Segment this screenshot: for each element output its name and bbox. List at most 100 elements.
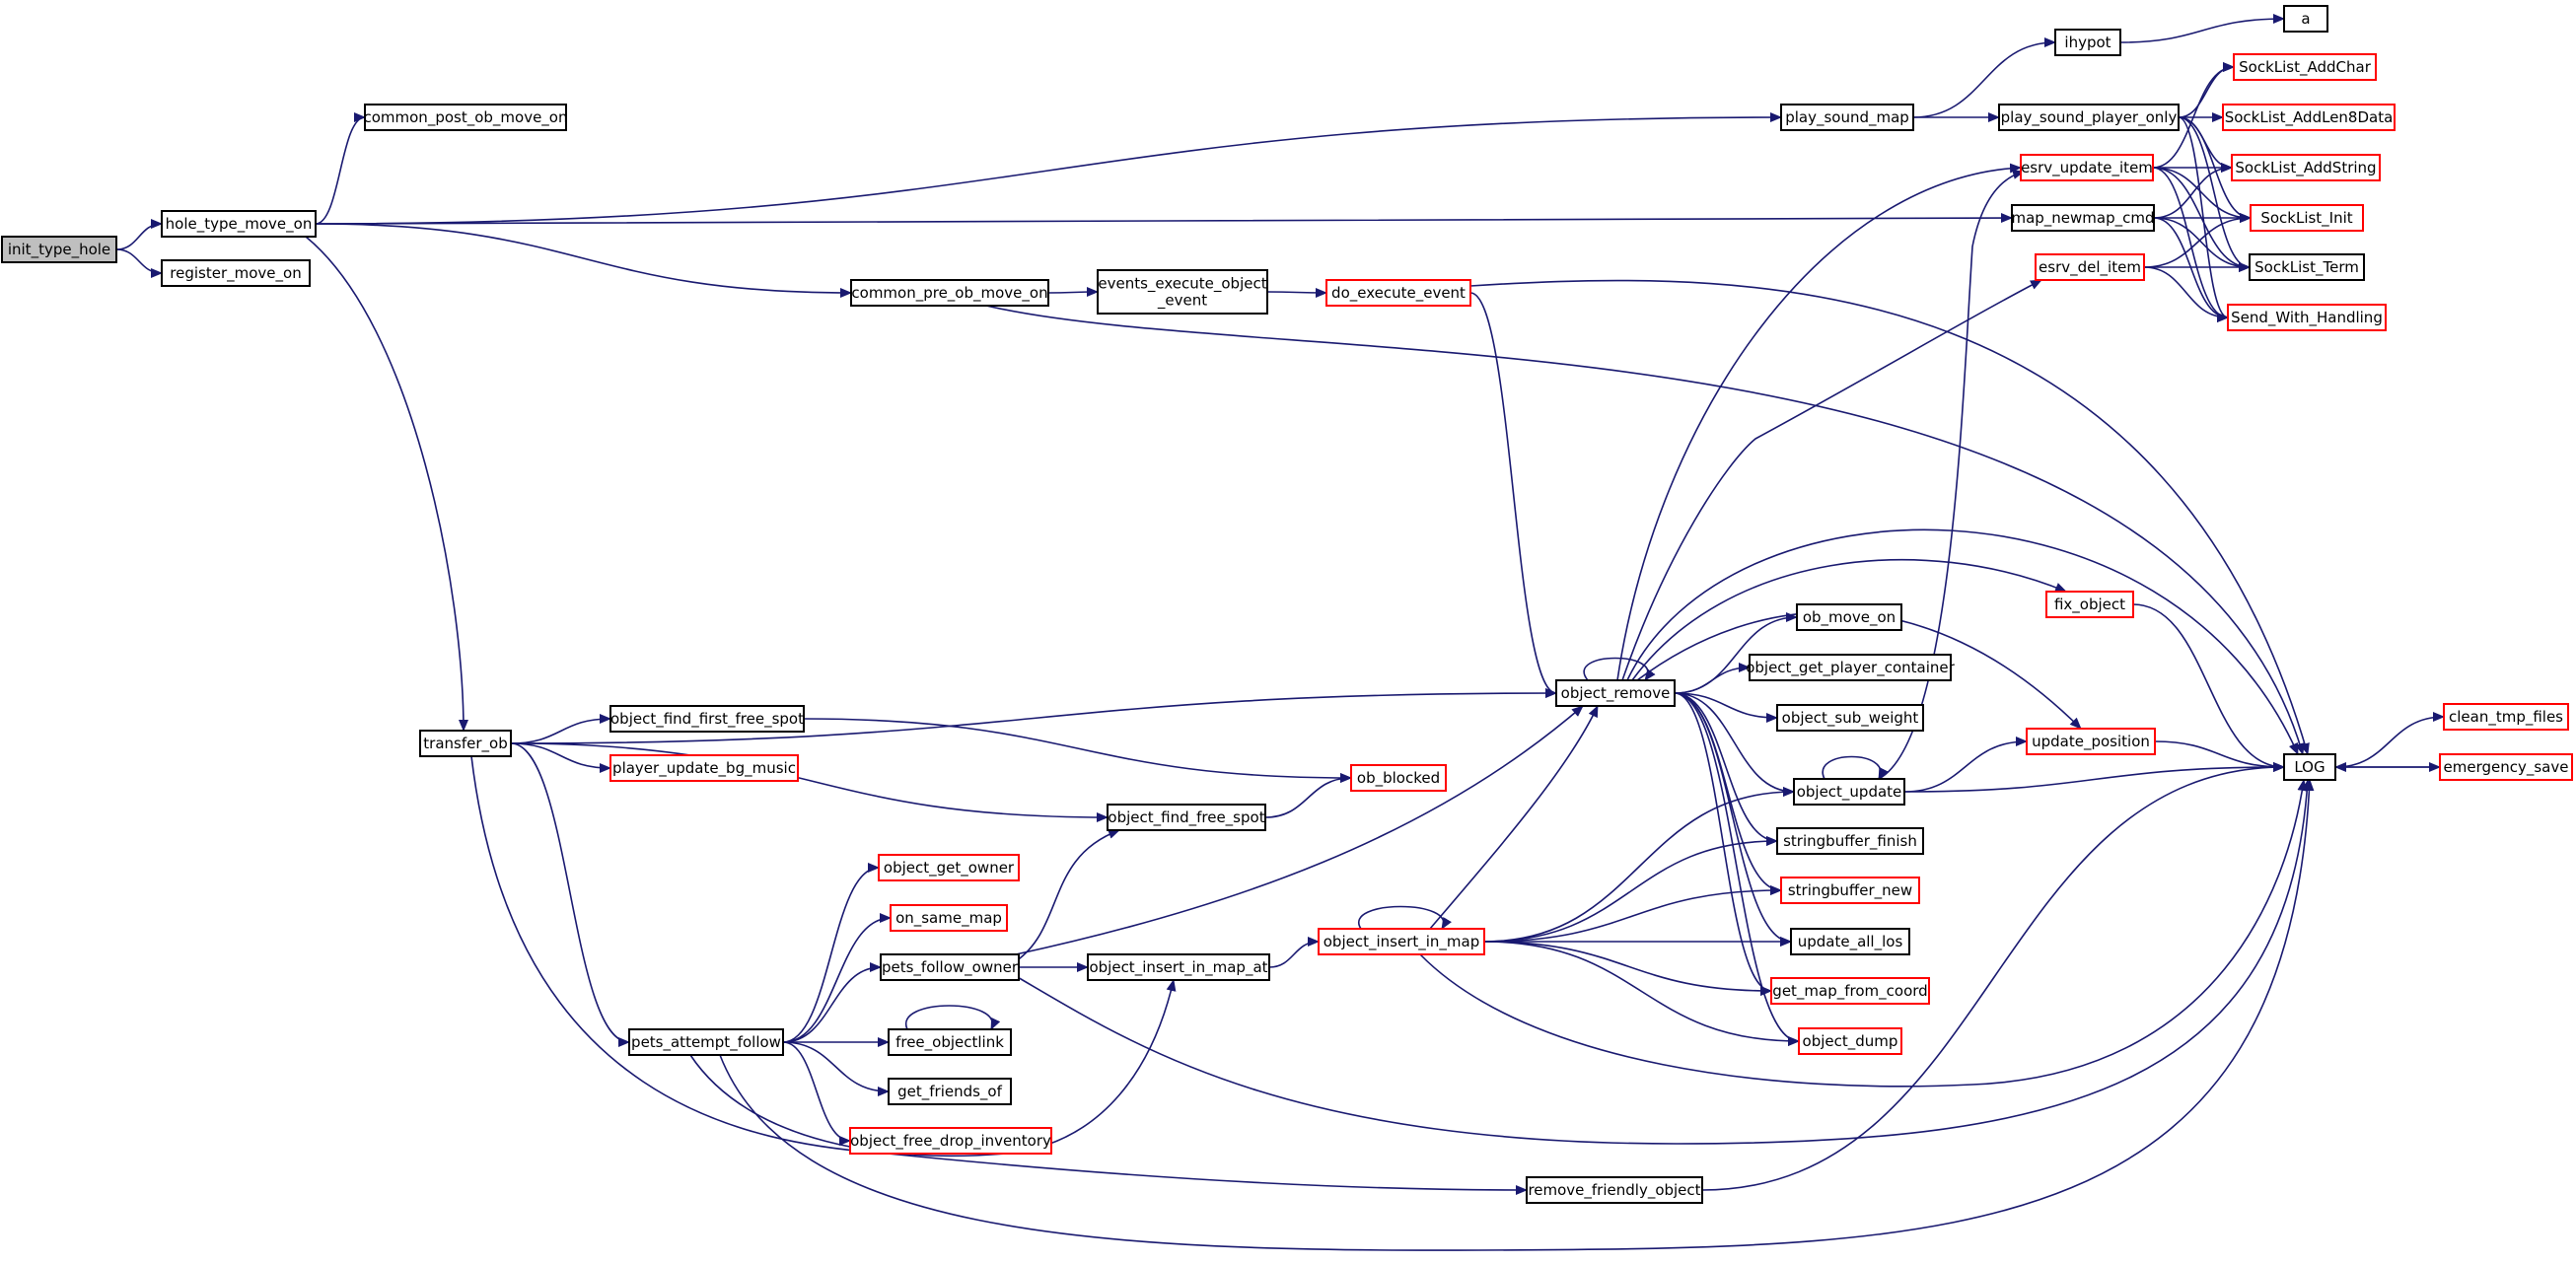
node-remove-friendly-object[interactable]: remove_friendly_object — [1526, 1176, 1703, 1204]
node-box-update-all-los[interactable] — [1790, 928, 1910, 955]
node-socklist-addchar[interactable]: SockList_AddChar — [2233, 53, 2377, 81]
node-box-socklist-addchar[interactable] — [2233, 53, 2377, 81]
node-update-position[interactable]: update_position — [2026, 728, 2156, 755]
node-esrv-update-item[interactable]: esrv_update_item — [2020, 154, 2154, 181]
node-log[interactable]: LOG — [2283, 753, 2336, 781]
node-box-events-execute-object-event[interactable] — [1097, 269, 1268, 315]
node-socklist-init[interactable]: SockList_Init — [2250, 204, 2364, 232]
node-box-hole-type-move-on[interactable] — [161, 210, 317, 238]
node-common-post-ob-move-on[interactable]: common_post_ob_move_on — [363, 104, 568, 131]
node-register-move-on[interactable]: register_move_on — [161, 259, 311, 287]
node-object-update[interactable]: object_update — [1793, 778, 1905, 806]
node-ob-blocked[interactable]: ob_blocked — [1350, 764, 1447, 792]
node-box-object-dump[interactable] — [1798, 1027, 1902, 1055]
node-box-a[interactable] — [2283, 5, 2328, 33]
node-box-socklist-term[interactable] — [2249, 253, 2365, 281]
node-player-update-bg-music[interactable]: player_update_bg_music — [609, 754, 799, 782]
node-object-get-owner[interactable]: object_get_owner — [878, 854, 1020, 881]
node-free-objectlink[interactable]: free_objectlink — [888, 1028, 1012, 1056]
node-socklist-addstring[interactable]: SockList_AddString — [2231, 154, 2381, 181]
node-pets-attempt-follow[interactable]: pets_attempt_follow — [628, 1028, 784, 1056]
node-ob-move-on[interactable]: ob_move_on — [1796, 603, 1902, 631]
node-box-object-remove[interactable] — [1555, 679, 1676, 707]
node-object-remove[interactable]: object_remove — [1555, 679, 1676, 707]
node-box-free-objectlink[interactable] — [888, 1028, 1012, 1056]
node-hole-type-move-on[interactable]: hole_type_move_on — [161, 210, 317, 238]
node-object-sub-weight[interactable]: object_sub_weight — [1776, 704, 1924, 732]
node-ihypot[interactable]: ihypot — [2054, 29, 2121, 56]
node-box-remove-friendly-object[interactable] — [1526, 1176, 1703, 1204]
node-box-object-insert-in-map[interactable] — [1318, 928, 1485, 955]
node-box-common-pre-ob-move-on[interactable] — [850, 279, 1049, 307]
node-box-esrv-del-item[interactable] — [2035, 253, 2145, 281]
node-box-ihypot[interactable] — [2054, 29, 2121, 56]
node-object-find-free-spot[interactable]: object_find_free_spot — [1107, 804, 1266, 831]
node-box-emergency-save[interactable] — [2439, 753, 2573, 781]
node-box-stringbuffer-finish[interactable] — [1776, 827, 1924, 855]
node-do-execute-event[interactable]: do_execute_event — [1325, 279, 1471, 307]
node-box-get-map-from-coord[interactable] — [1770, 977, 1930, 1005]
node-box-esrv-update-item[interactable] — [2020, 154, 2154, 181]
node-box-ob-blocked[interactable] — [1350, 764, 1447, 792]
node-box-object-get-player-container[interactable] — [1749, 654, 1952, 681]
node-box-map-newmap-cmd[interactable] — [2011, 204, 2155, 232]
node-send-with-handling[interactable]: Send_With_Handling — [2227, 304, 2387, 331]
node-box-object-insert-in-map-at[interactable] — [1087, 953, 1270, 981]
node-a[interactable]: a — [2283, 5, 2328, 33]
node-box-ob-move-on[interactable] — [1796, 603, 1902, 631]
node-object-find-first-free-spot[interactable]: object_find_first_free_spot — [609, 705, 805, 733]
node-box-clean-tmp-files[interactable] — [2443, 703, 2569, 731]
node-object-get-player-container[interactable]: object_get_player_container — [1746, 654, 1956, 681]
node-box-object-free-drop-inventory[interactable] — [849, 1127, 1052, 1155]
node-box-register-move-on[interactable] — [161, 259, 311, 287]
node-box-stringbuffer-new[interactable] — [1780, 877, 1920, 904]
node-box-pets-attempt-follow[interactable] — [628, 1028, 784, 1056]
node-object-dump[interactable]: object_dump — [1798, 1027, 1902, 1055]
node-common-pre-ob-move-on[interactable]: common_pre_ob_move_on — [850, 279, 1049, 307]
node-box-pets-follow-owner[interactable] — [880, 953, 1020, 981]
node-box-player-update-bg-music[interactable] — [609, 754, 799, 782]
node-box-get-friends-of[interactable] — [888, 1078, 1012, 1105]
node-stringbuffer-new[interactable]: stringbuffer_new — [1780, 877, 1920, 904]
node-update-all-los[interactable]: update_all_los — [1790, 928, 1910, 955]
node-box-common-post-ob-move-on[interactable] — [364, 104, 567, 131]
node-box-log[interactable] — [2283, 753, 2336, 781]
node-box-object-sub-weight[interactable] — [1776, 704, 1924, 732]
node-box-object-update[interactable] — [1793, 778, 1905, 806]
node-box-object-get-owner[interactable] — [878, 854, 1020, 881]
node-esrv-del-item[interactable]: esrv_del_item — [2035, 253, 2145, 281]
node-object-insert-in-map-at[interactable]: object_insert_in_map_at — [1087, 953, 1270, 981]
node-box-on-same-map[interactable] — [890, 904, 1008, 932]
node-stringbuffer-finish[interactable]: stringbuffer_finish — [1776, 827, 1924, 855]
node-box-play-sound-map[interactable] — [1780, 104, 1914, 131]
node-get-map-from-coord[interactable]: get_map_from_coord — [1770, 977, 1930, 1005]
node-fix-object[interactable]: fix_object — [2045, 591, 2134, 618]
node-box-socklist-addstring[interactable] — [2231, 154, 2381, 181]
node-map-newmap-cmd[interactable]: map_newmap_cmd — [2011, 204, 2155, 232]
node-box-play-sound-player-only[interactable] — [1998, 104, 2180, 131]
node-on-same-map[interactable]: on_same_map — [890, 904, 1008, 932]
node-object-free-drop-inventory[interactable]: object_free_drop_inventory — [849, 1127, 1052, 1155]
node-box-send-with-handling[interactable] — [2227, 304, 2387, 331]
node-object-insert-in-map[interactable]: object_insert_in_map — [1318, 928, 1485, 955]
node-transfer-ob[interactable]: transfer_ob — [419, 730, 512, 757]
node-box-init-type-hole[interactable] — [1, 236, 117, 263]
node-emergency-save[interactable]: emergency_save — [2439, 753, 2573, 781]
node-box-object-find-first-free-spot[interactable] — [609, 705, 805, 733]
node-init-type-hole[interactable]: init_type_hole — [1, 236, 117, 263]
node-box-do-execute-event[interactable] — [1325, 279, 1471, 307]
node-play-sound-map[interactable]: play_sound_map — [1780, 104, 1914, 131]
node-box-fix-object[interactable] — [2045, 591, 2134, 618]
node-box-transfer-ob[interactable] — [419, 730, 512, 757]
node-socklist-addlen8data[interactable]: SockList_AddLen8Data — [2222, 104, 2396, 131]
node-clean-tmp-files[interactable]: clean_tmp_files — [2443, 703, 2569, 731]
node-get-friends-of[interactable]: get_friends_of — [888, 1078, 1012, 1105]
node-box-socklist-init[interactable] — [2250, 204, 2364, 232]
node-play-sound-player-only[interactable]: play_sound_player_only — [1998, 104, 2180, 131]
node-events-execute-object-event[interactable]: events_execute_object_event — [1097, 269, 1268, 315]
node-box-object-find-free-spot[interactable] — [1107, 804, 1266, 831]
node-box-socklist-addlen8data[interactable] — [2222, 104, 2396, 131]
node-socklist-term[interactable]: SockList_Term — [2249, 253, 2365, 281]
node-box-update-position[interactable] — [2026, 728, 2156, 755]
node-pets-follow-owner[interactable]: pets_follow_owner — [880, 953, 1020, 981]
